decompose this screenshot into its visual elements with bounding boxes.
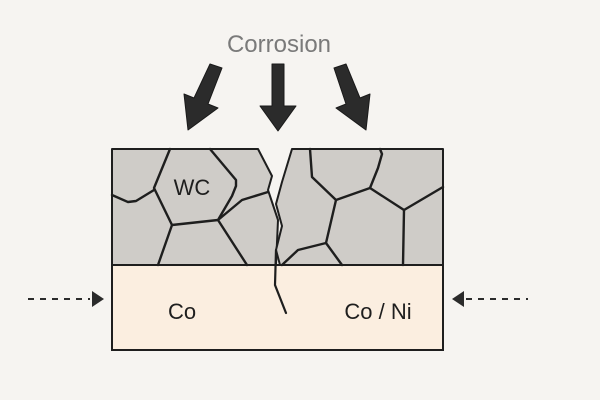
grain-layer-right <box>275 148 444 266</box>
side-arrow-right <box>452 291 528 307</box>
binder-right-label: Co / Ni <box>344 299 411 324</box>
corrosion-arrow-right-icon <box>333 63 371 131</box>
crack-line <box>273 248 288 315</box>
grain-boundaries-right <box>280 147 445 267</box>
arrowhead-right-icon <box>92 291 104 307</box>
grain-boundaries-left <box>110 147 270 267</box>
corrosion-arrow-center-icon <box>259 63 297 132</box>
corrosion-arrows <box>183 63 371 132</box>
grain-label: WC <box>174 175 211 200</box>
side-arrow-left <box>28 291 104 307</box>
binder-layer <box>111 264 444 351</box>
arrowhead-left-icon <box>452 291 464 307</box>
corrosion-arrow-left-icon <box>183 63 223 131</box>
grain-layer-left <box>111 148 279 266</box>
diagram-title: Corrosion <box>227 31 331 58</box>
binder-left-label: Co <box>168 299 196 324</box>
